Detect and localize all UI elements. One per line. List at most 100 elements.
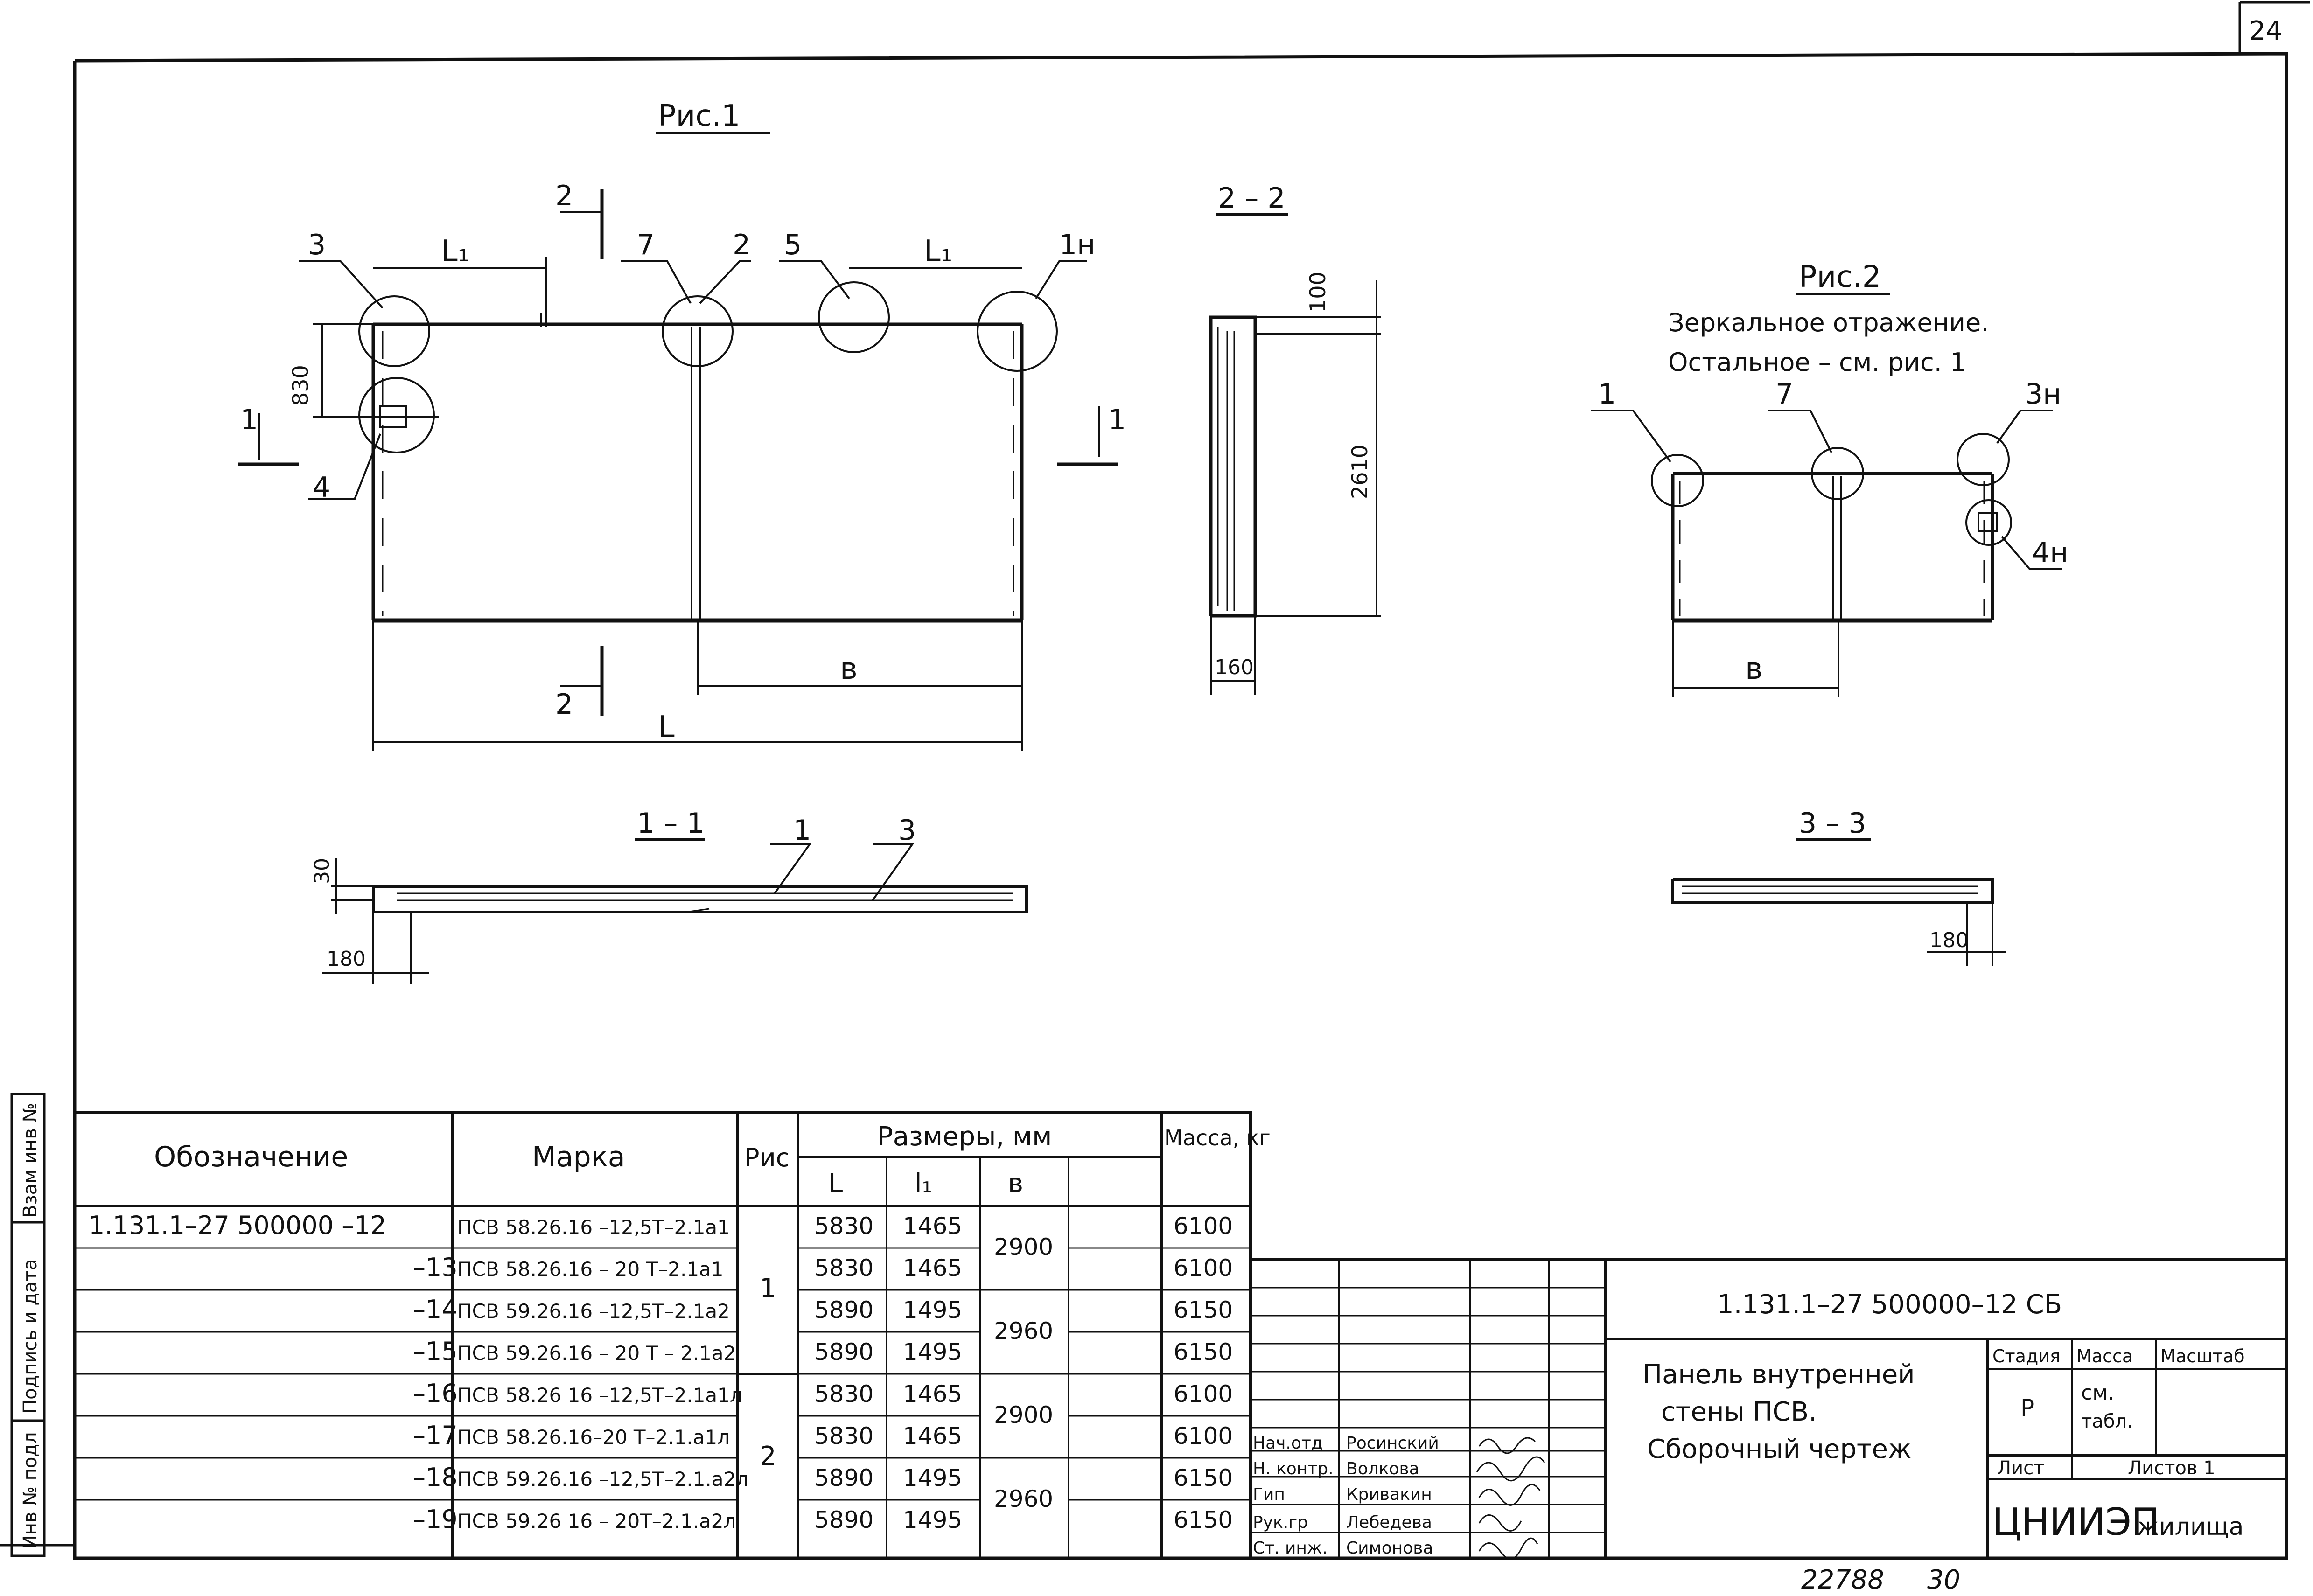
row-5-mass: 6100 [1174, 1422, 1233, 1450]
row-4-L1: 1465 [903, 1380, 962, 1408]
doc-code: 1.131.1–27 500000–12 СБ [1717, 1289, 2062, 1320]
b-group-1: 2900 [994, 1234, 1053, 1261]
th-L1: l₁ [915, 1168, 932, 1199]
fig2-callout-1: 1 [1598, 378, 1616, 411]
staff-1-role: Н. контр. [1253, 1459, 1334, 1478]
row-0-mass: 6100 [1174, 1213, 1233, 1240]
fig2-panel [1671, 472, 1994, 623]
staff-3-name: Лебедева [1346, 1513, 1432, 1532]
th-sizes: Размеры, мм [877, 1122, 1052, 1152]
th-mass: Масса, кг [1164, 1125, 1271, 1150]
row-3-L: 5890 [814, 1338, 873, 1366]
row-7-mark: ПСВ 59.26 16 – 20Т–2.1.а2л [457, 1510, 736, 1533]
th-b: в [1008, 1168, 1023, 1199]
row-0-des: 1.131.1–27 500000 –12 [89, 1211, 386, 1240]
row-1-L1: 1465 [903, 1254, 962, 1282]
fig1-cut-2-top: 2 [555, 180, 573, 212]
th-stage: Стадия [1992, 1346, 2061, 1366]
sec11-callout-1: 1 [793, 814, 811, 847]
fig2-title: Рис.2 [1799, 260, 1881, 294]
row-1-mass: 6100 [1174, 1254, 1233, 1282]
row-6-mark: ПСВ 59.26.16 –12,5Т–2.1.а2л [457, 1468, 748, 1491]
th-mark: Марка [532, 1141, 625, 1173]
fig1-cut-marks [238, 189, 1118, 716]
row-4-L: 5830 [814, 1380, 873, 1408]
spec-table-grid [73, 1111, 1252, 1560]
sec22-dim-100: 100 [1305, 272, 1330, 313]
sheets-label: Листов 1 [2128, 1457, 2215, 1479]
org-name: ЦНИИЭП [1992, 1500, 2159, 1544]
row-6-L1: 1495 [903, 1464, 962, 1491]
b-group-2: 2960 [994, 1317, 1053, 1345]
fig1-callout-7: 7 [637, 229, 655, 261]
row-7-L1: 1495 [903, 1506, 962, 1533]
fig1-dim-L: L [658, 710, 675, 745]
row-2-des: –14 [413, 1295, 458, 1324]
stamp-inv-podl: Инв № подл [20, 1432, 41, 1549]
row-3-des: –15 [413, 1337, 458, 1366]
fig1-callout-5: 5 [784, 229, 802, 261]
row-3-mass: 6150 [1174, 1338, 1233, 1366]
fig2-callout-4n: 4н [2032, 537, 2068, 569]
staff-1-name: Волкова [1346, 1459, 1419, 1478]
sec22-profile [1209, 315, 1257, 618]
sec11-profile [372, 885, 1028, 913]
sec33-dim-180: 180 [1929, 928, 1969, 952]
sec22-title: 2 – 2 [1218, 182, 1286, 215]
fig1-dim-L1-left: L₁ [441, 234, 469, 269]
fig1-cut-2-bottom: 2 [555, 688, 573, 721]
sec22-dimensions [1210, 280, 1381, 695]
footer-number-2: 30 [1927, 1565, 1960, 1595]
th-mass-tb: Масса [2076, 1346, 2133, 1366]
title-block-rows [1251, 1287, 1605, 1533]
fig1-dim-830: 830 [288, 365, 313, 406]
fig2-callout-7: 7 [1775, 378, 1793, 411]
sec33-title: 3 – 3 [1799, 807, 1866, 840]
org-name-2: жилища [2137, 1513, 2244, 1541]
sheet-number: 24 [2249, 16, 2282, 46]
fig1-dim-L1-right: L₁ [924, 234, 952, 269]
staff-2-role: Гип [1253, 1485, 1285, 1504]
fig2-dimensions [1672, 620, 1839, 697]
row-3-mark: ПСВ 59.26.16 – 20 Т – 2.1а2 [457, 1342, 736, 1365]
sec11-dims [322, 843, 914, 984]
sec11-callout-3: 3 [898, 814, 916, 847]
row-0-L: 5830 [814, 1213, 873, 1240]
footer-number-1: 22788 [1801, 1565, 1884, 1595]
row-5-L: 5830 [814, 1422, 873, 1450]
b-group-3: 2900 [994, 1401, 1053, 1429]
th-fig: Рис [744, 1143, 790, 1172]
title-block-grid [1251, 1258, 2286, 1558]
doc-name-3: Сборочный чертеж [1647, 1434, 1911, 1464]
fig2-note-2: Остальное – см. рис. 1 [1668, 348, 1966, 377]
fig1-circles [355, 281, 1058, 453]
fig1-dim-b: в [840, 652, 858, 686]
fig1-panel [371, 322, 1024, 623]
staff-0-name: Росинский [1346, 1434, 1439, 1453]
staff-4-name: Симонова [1346, 1539, 1433, 1558]
row-0-L1: 1465 [903, 1213, 962, 1240]
row-6-des: –18 [413, 1463, 458, 1492]
row-7-L: 5890 [814, 1506, 873, 1533]
row-4-mass: 6100 [1174, 1380, 1233, 1408]
row-1-L: 5830 [814, 1254, 873, 1282]
fig1-leaders [299, 260, 1087, 500]
side-stamp [0, 1093, 75, 1557]
row-1-des: –13 [413, 1253, 458, 1282]
sec11-dim-180: 180 [327, 947, 366, 971]
sec22-dim-2610: 2610 [1347, 445, 1372, 499]
row-2-L1: 1495 [903, 1296, 962, 1324]
sheet-label: Лист [1997, 1457, 2044, 1479]
fig-group-2: 2 [760, 1441, 776, 1471]
row-2-mark: ПСВ 59.26.16 –12,5Т–2.1а2 [457, 1300, 730, 1323]
signatures [1476, 1437, 1545, 1560]
fig1-callout-1n: 1н [1059, 229, 1095, 261]
row-6-L: 5890 [814, 1464, 873, 1491]
stamp-vzam: Взам инв № [20, 1103, 41, 1218]
doc-name-2: стены ПСВ. [1661, 1397, 1817, 1427]
b-group-4: 2960 [994, 1485, 1053, 1512]
row-2-L: 5890 [814, 1296, 873, 1324]
fig1-cut-1-left: 1 [240, 404, 258, 436]
